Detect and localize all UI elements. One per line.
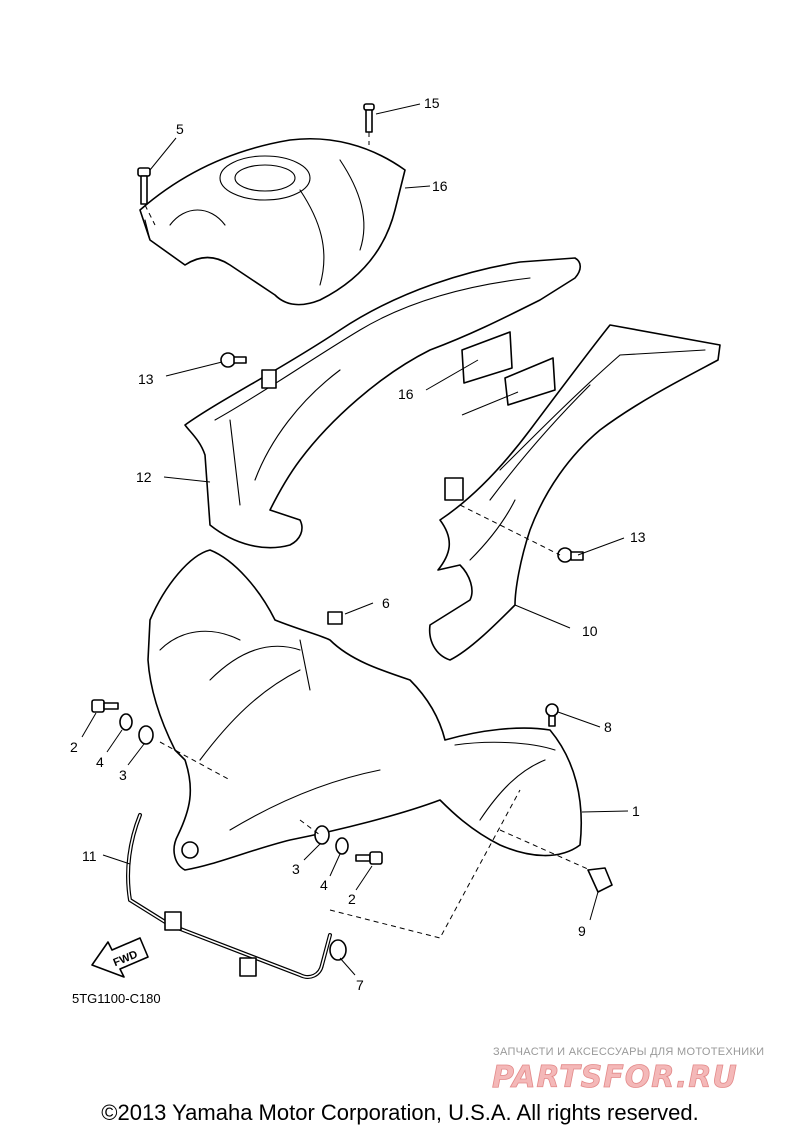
part-9-clip — [587, 867, 613, 893]
callout-10: 11 — [82, 848, 97, 864]
callout-11: 10 — [582, 623, 598, 639]
part-14-pin — [363, 103, 375, 133]
callout-13-b: 13 — [630, 529, 646, 545]
part-13-bolt-b — [557, 547, 584, 563]
callout-8: 8 — [604, 719, 612, 735]
callout-9: 9 — [578, 923, 586, 939]
part-16-pad-a — [461, 331, 513, 384]
assembly-line — [499, 829, 591, 871]
callout-15: 16 — [432, 178, 448, 194]
callout-14: 15 — [424, 95, 440, 111]
part-7-grommet — [329, 939, 347, 961]
part-10-bracket — [126, 813, 332, 979]
watermark-tagline: ЗАПЧАСТИ И АКСЕССУАРЫ ДЛЯ МОТОТЕХНИКИ — [493, 1046, 764, 1058]
part-2-bolt-b — [355, 851, 383, 865]
callout-2-a: 2 — [70, 739, 78, 755]
part-1-front-fender — [147, 549, 583, 871]
fwd-arrow-icon: FWD — [91, 937, 149, 978]
part-3-collar-a — [138, 725, 154, 745]
callout-7: 7 — [356, 977, 364, 993]
callout-16-a: 16 — [398, 386, 414, 402]
part-5-bolt — [137, 167, 151, 205]
callout-5: 5 — [176, 121, 184, 137]
copyright-notice: ©2013 Yamaha Motor Corporation, U.S.A. A… — [101, 1100, 699, 1125]
part-4-washer-b — [335, 837, 349, 855]
part-3-collar-b — [314, 825, 330, 845]
callout-2-b: 2 — [348, 891, 356, 907]
leader-lines — [81, 103, 629, 976]
part-8-bolt — [545, 703, 559, 727]
part-13-bolt-a — [220, 352, 247, 368]
assembly-line — [459, 504, 561, 556]
callout-6: 6 — [382, 595, 390, 611]
callout-3-a: 3 — [119, 767, 127, 783]
assembly-line — [159, 741, 231, 781]
diagram-code: 5TG1100-C180 — [72, 991, 161, 1006]
part-6-nut — [327, 611, 343, 625]
part-11-side-cover-right — [428, 324, 721, 661]
assembly-line — [299, 819, 321, 836]
part-4-washer-a — [119, 713, 133, 731]
part-2-bolt-a — [91, 699, 119, 713]
callout-12: 12 — [136, 469, 152, 485]
callout-4-a: 4 — [96, 754, 104, 770]
callout-13-a: 13 — [138, 371, 154, 387]
callout-4-b: 4 — [320, 877, 328, 893]
part-12-side-cover-left — [184, 257, 582, 549]
assembly-line — [329, 789, 521, 939]
part-15-tank-cover — [139, 137, 406, 306]
callout-3-b: 3 — [292, 861, 300, 877]
callout-1: 1 — [632, 803, 640, 819]
watermark-logo: PARTSFOR.RU — [492, 1060, 738, 1095]
assembly-line — [144, 204, 156, 226]
